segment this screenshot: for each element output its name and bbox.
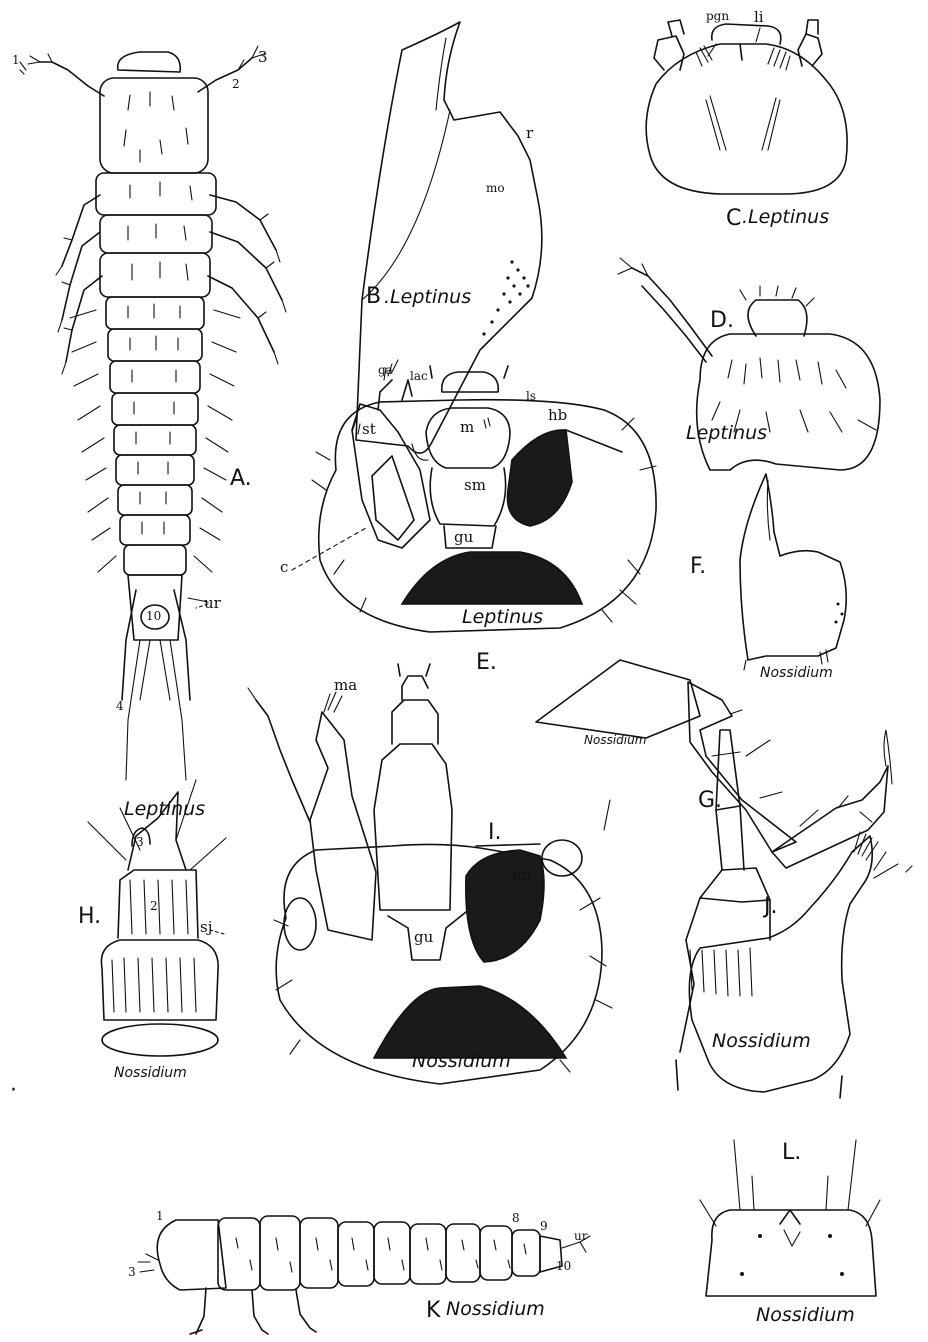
figure-h-letter: H. — [78, 906, 101, 928]
label-li: li — [754, 10, 764, 25]
figure-d-genus: Leptinus — [686, 424, 767, 443]
label-sm: sm — [464, 478, 486, 493]
label-a-4: 4 — [116, 700, 124, 712]
figure-i-genus: Nossidium — [412, 1052, 511, 1071]
label-hb: hb — [548, 408, 567, 423]
label-ls: ls — [526, 390, 536, 402]
figure-e-letter: E. — [476, 652, 497, 674]
figure-c-labium — [646, 20, 847, 194]
label-ur: ur — [204, 596, 221, 611]
figure-f-genus: Nossidium — [760, 666, 833, 680]
figure-f-letter: F. — [690, 556, 706, 578]
figure-a-letter: A. — [230, 468, 252, 490]
label-k-3: 3 — [128, 1266, 136, 1278]
label-i-gu: gu — [414, 930, 433, 945]
label-a-1: 1 — [12, 54, 20, 66]
figure-c-genus: .Leptinus — [742, 208, 829, 227]
label-h-3: 3 — [136, 836, 144, 848]
label-lac: lac — [410, 370, 428, 382]
label-a-2: 2 — [232, 78, 240, 90]
stray-dot: · — [10, 1080, 17, 1102]
figure-a-genus: Leptinus — [124, 800, 205, 819]
label-h-2: 2 — [150, 900, 158, 912]
label-k-1: 1 — [156, 1210, 164, 1222]
figure-b-genus: .Leptinus — [384, 288, 471, 307]
figure-l-letter: L. — [782, 1142, 801, 1164]
label-r: r — [526, 126, 533, 141]
figure-l-genus: Nossidium — [756, 1306, 855, 1325]
figure-h-genus: Nossidium — [114, 1066, 187, 1080]
label-k-ur: ur — [574, 1230, 587, 1242]
figure-b-letter: B — [366, 286, 381, 308]
label-i-hb: hb — [512, 868, 531, 883]
label-k-8: 8 — [512, 1212, 520, 1224]
figure-i-head-ventral — [248, 664, 612, 1084]
figure-c-letter: C — [726, 208, 741, 230]
figure-k-genus: Nossidium — [446, 1300, 545, 1319]
label-c: c — [280, 560, 288, 575]
label-sj: sj — [200, 920, 212, 935]
figure-k-letter: K — [426, 1300, 440, 1322]
figure-j-letter: J. — [764, 896, 777, 918]
label-m: m — [460, 420, 474, 435]
label-ga: ga — [378, 364, 393, 376]
label-mo: mo — [486, 182, 505, 194]
figure-g-genus: Nossidium — [584, 734, 646, 746]
label-k-9: 9 — [540, 1220, 548, 1232]
figure-f-mandible — [740, 474, 846, 670]
label-gu: gu — [454, 530, 473, 545]
label-pgn: pgn — [706, 10, 729, 22]
figure-j-genus: Nossidium — [712, 1032, 811, 1051]
figure-i-letter: I. — [488, 822, 501, 844]
label-a-3: 3 — [258, 50, 268, 65]
label-k-10: 10 — [556, 1260, 571, 1272]
label-segment-10: 10 — [146, 610, 161, 622]
label-ma: ma — [334, 678, 357, 693]
label-st: st — [362, 422, 376, 437]
figure-g-leg — [536, 660, 892, 868]
figure-d-letter: D. — [710, 310, 734, 332]
figure-e-head-ventral — [312, 360, 656, 632]
figure-e-genus: Leptinus — [462, 608, 543, 627]
figure-g-letter: G. — [698, 790, 722, 812]
figure-a-larva-dorsal — [20, 46, 286, 780]
